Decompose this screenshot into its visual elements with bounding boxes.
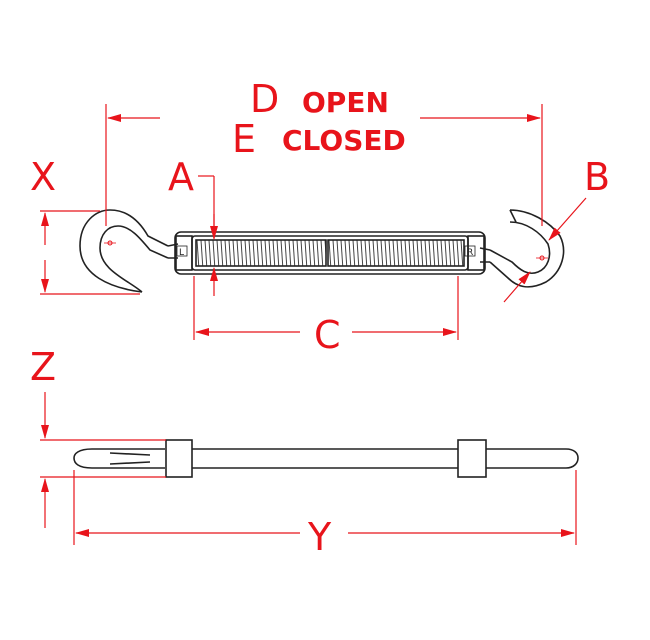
label-e: E [232,117,256,161]
right-hook-side [486,448,579,469]
right-mark: R [464,245,476,258]
label-b: B [584,155,610,199]
label-open: OPEN [302,86,389,119]
label-a: A [168,155,194,199]
svg-text:L: L [179,248,184,258]
top-view [79,209,565,293]
label-d: D [250,77,279,121]
left-hook [79,209,169,293]
label-c: C [314,313,341,357]
dimension-b-arrow-2 [503,271,531,303]
dimension-b-arrow [548,197,587,241]
label-y: Y [307,515,332,559]
side-view [73,439,579,478]
svg-text:R: R [467,248,473,258]
side-left-block [165,439,193,478]
side-right-block [457,439,487,478]
right-thread [327,239,465,267]
left-thread [195,239,327,267]
dimensions-top [40,104,587,340]
label-x: X [30,155,56,199]
label-closed: CLOSED [282,124,406,157]
left-hook-side [73,448,165,469]
left-mark: L [176,245,188,258]
right-hook [489,209,565,288]
turnbuckle-body [174,231,486,275]
label-z: Z [30,345,56,389]
dimensions-side [40,392,577,545]
